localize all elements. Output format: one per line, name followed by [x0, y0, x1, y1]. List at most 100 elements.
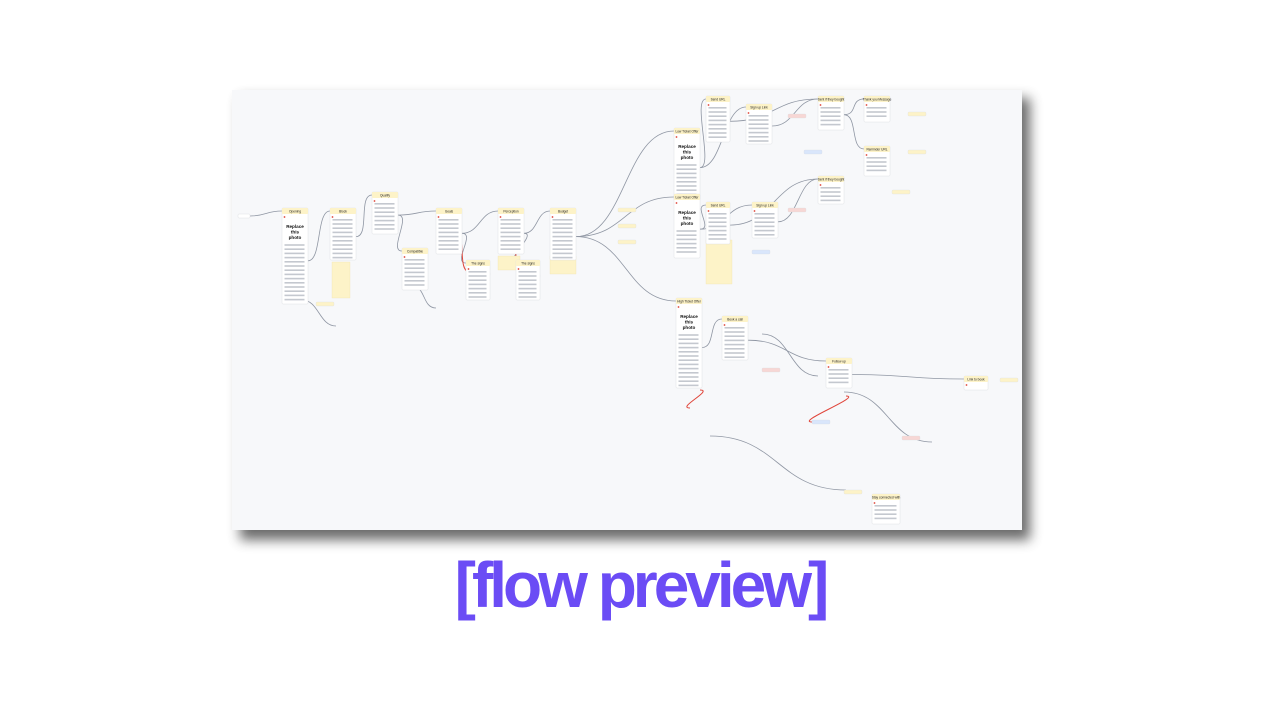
trigger-dot [373, 200, 376, 202]
message-line [828, 369, 849, 371]
node-header [466, 260, 490, 266]
message-line [828, 381, 849, 384]
message-line [374, 215, 395, 218]
flow-node[interactable]: The signs [465, 259, 491, 301]
message-line [284, 294, 305, 297]
message-line [708, 107, 727, 109]
message-line [820, 187, 841, 189]
message-line [676, 234, 697, 236]
flow-node[interactable]: Stay connected with [872, 493, 901, 525]
node-card [673, 127, 701, 201]
message-line [708, 213, 727, 215]
message-line [404, 263, 425, 265]
flow-node[interactable]: Perception [497, 207, 525, 255]
flow-node[interactable]: Thank you Message [863, 95, 892, 123]
message-line [678, 338, 699, 340]
connector-line [699, 204, 707, 230]
node-header [706, 96, 730, 102]
node-title: High Ticket Offer [677, 299, 702, 303]
message-line [708, 234, 727, 236]
flow-node[interactable]: Sent if they bought [818, 95, 845, 131]
message-line [874, 509, 897, 511]
message-line [284, 277, 305, 280]
flow-node[interactable]: Send URL [705, 95, 731, 143]
flow-node[interactable]: Sign up Link [751, 201, 779, 239]
message-line [708, 128, 727, 130]
message-line [438, 248, 459, 250]
message-line [866, 107, 887, 109]
message-line [374, 211, 395, 213]
message-line [284, 248, 305, 250]
message-line [332, 240, 353, 242]
flow-node[interactable]: Budget [549, 207, 577, 261]
message-line [820, 195, 841, 197]
flow-node[interactable]: Reminder URL [863, 145, 891, 177]
trigger-dot [331, 216, 334, 218]
message-line [678, 380, 699, 382]
message-line [374, 207, 395, 209]
message-line [866, 111, 887, 113]
flow-node[interactable]: Link to book [963, 375, 989, 391]
flow-node[interactable]: Sign up Link [745, 103, 773, 145]
message-line [676, 189, 697, 191]
message-line [518, 287, 537, 290]
message-line [724, 352, 745, 354]
message-line [708, 136, 727, 138]
message-line [552, 223, 573, 225]
node-title: The signs [471, 261, 485, 265]
flow-node[interactable]: Book a call [721, 315, 749, 361]
message-line [678, 359, 699, 361]
message-line [866, 157, 887, 159]
flow-node[interactable]: Qualify [371, 191, 399, 235]
connector-line [761, 333, 819, 377]
node-header [872, 494, 900, 500]
message-line [678, 351, 699, 353]
message-line [284, 244, 305, 246]
connector-badge [891, 189, 911, 195]
flow-node[interactable]: Follow up [825, 357, 853, 389]
message-line [438, 244, 459, 246]
message-line [468, 296, 487, 298]
flow-node[interactable]: The signs [515, 259, 541, 301]
trigger-dot [467, 268, 470, 270]
trigger-dot [747, 112, 750, 114]
message-line [820, 191, 841, 193]
message-line [438, 235, 459, 238]
message-line [518, 279, 537, 281]
message-line [708, 119, 727, 122]
trigger-dot [283, 216, 286, 218]
flow-node[interactable]: Send URL [705, 201, 731, 245]
message-line [678, 384, 699, 387]
node-title: Reminder URL [866, 147, 887, 151]
message-line [374, 203, 395, 205]
trigger-dot [965, 384, 968, 386]
sticky-note [331, 261, 351, 299]
trigger-dot [753, 210, 756, 212]
message-line [748, 123, 769, 125]
message-line [468, 275, 487, 277]
message-line [678, 363, 699, 366]
connector-line [397, 214, 403, 252]
trigger-dot [403, 256, 406, 258]
flow-node[interactable]: Goals [435, 207, 463, 255]
node-title: Thank you Message [863, 97, 892, 101]
flow-node[interactable]: Block [329, 207, 357, 261]
flow-node[interactable]: Compatible [401, 247, 429, 291]
message-line [284, 256, 305, 259]
connector-line [523, 210, 551, 234]
message-line [708, 225, 727, 228]
message-line [748, 136, 769, 138]
message-line [874, 517, 897, 520]
message-line [748, 140, 769, 142]
flow-node[interactable]: Sent if they bought [818, 175, 845, 205]
node-header [516, 260, 540, 266]
node-header [436, 208, 462, 214]
node-title: Compatible [407, 249, 423, 253]
trigger-dot [723, 324, 726, 326]
message-line [404, 267, 425, 269]
message-line [724, 343, 745, 346]
